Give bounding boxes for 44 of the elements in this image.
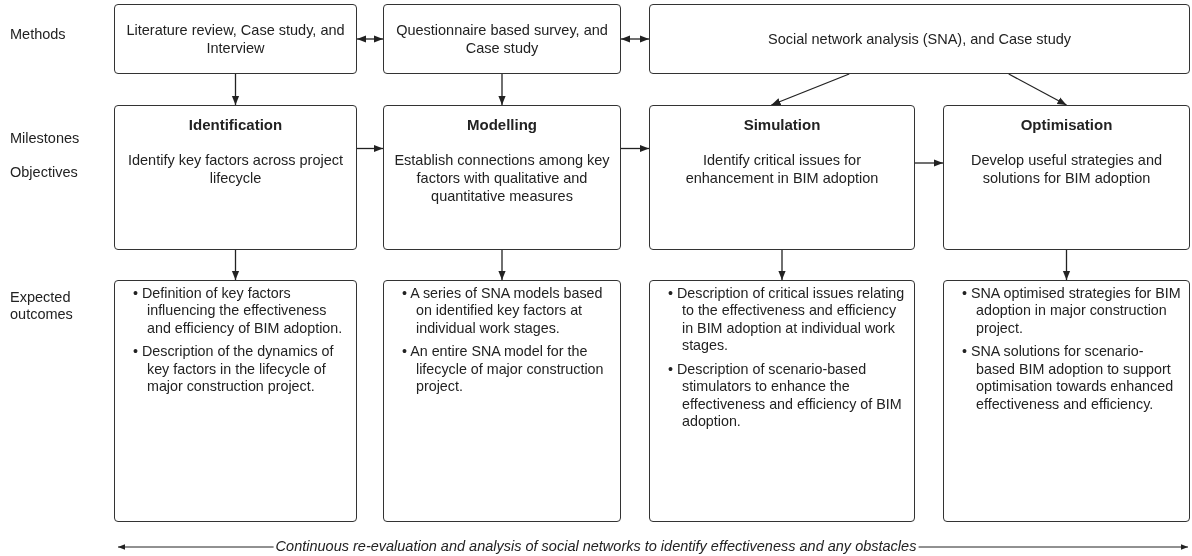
timeline-caption: Continuous re-evaluation and analysis of social networks to identify effectiveness and any obstacles xyxy=(273,538,919,556)
outcome-bullet: • An entire SNA model for the lifecycle of major construction project. xyxy=(402,343,605,396)
arrow xyxy=(498,249,506,281)
milestone-title: Simulation xyxy=(743,116,821,135)
milestone-box xyxy=(114,105,357,250)
outcome-box xyxy=(383,280,621,522)
milestone-title: Identification xyxy=(188,116,283,135)
milestone-box xyxy=(383,105,621,250)
outcome-bullet: • Definition of key factors influencing the effectiveness and efficiency of BIM adoption. xyxy=(133,285,344,338)
method-box xyxy=(649,4,1190,74)
outcome-bullet: • A series of SNA models based on identified key factors at individual work stages. xyxy=(402,285,604,338)
method-box xyxy=(383,4,621,74)
objective-text: Develop useful strategies and solutions for BIM adoption xyxy=(969,150,1163,187)
arrow xyxy=(1008,73,1068,106)
outcome-bullet: • SNA solutions for scenario-based BIM adoption to support optimisation towards enhanced effectiveness and efficiency. xyxy=(962,343,1175,414)
objective-text: Identify key factors across project lifecycle xyxy=(126,150,345,187)
outcome-bullet: • Description of critical issues relating to the effectiveness and efficiency in BIM adoption at individual work stages. xyxy=(668,285,906,355)
method-text: Literature review, Case study, and Interview xyxy=(125,20,346,58)
method-box xyxy=(114,4,357,74)
arrow xyxy=(231,249,240,281)
outcome-bullet: • Description of the dynamics of key factors in the lifecycle of major construction project. xyxy=(133,343,335,396)
arrow xyxy=(620,35,650,43)
outcome-box xyxy=(114,280,357,522)
outcome-bullet: • Description of scenario-based stimulators to enhance the effectiveness and efficiency of BIM adoption. xyxy=(668,360,903,431)
arrow xyxy=(770,73,850,106)
objective-text: Identify critical issues for enhancement in BIM adoption xyxy=(684,150,880,187)
milestone-title: Optimisation xyxy=(1020,116,1113,135)
arrow xyxy=(620,144,650,153)
outcome-box xyxy=(649,280,915,522)
arrow xyxy=(1062,249,1071,281)
milestone-title: Modelling xyxy=(467,116,537,135)
arrow xyxy=(356,35,384,43)
arrow xyxy=(498,73,506,106)
arrow xyxy=(356,144,384,153)
milestone-box xyxy=(943,105,1190,250)
arrow xyxy=(778,249,786,281)
objective-text: Establish connections among key factors with qualitative and quantitative measures xyxy=(393,150,611,206)
arrow xyxy=(231,73,240,106)
method-text: Social network analysis (SNA), and Case study xyxy=(768,29,1071,49)
milestone-box xyxy=(649,105,915,250)
arrow xyxy=(914,159,944,167)
method-text: Questionnaire based survey, and Case study xyxy=(395,20,609,58)
outcome-bullet: • SNA optimised strategies for BIM adoption in major construction project. xyxy=(962,285,1181,338)
outcome-box xyxy=(943,280,1190,522)
